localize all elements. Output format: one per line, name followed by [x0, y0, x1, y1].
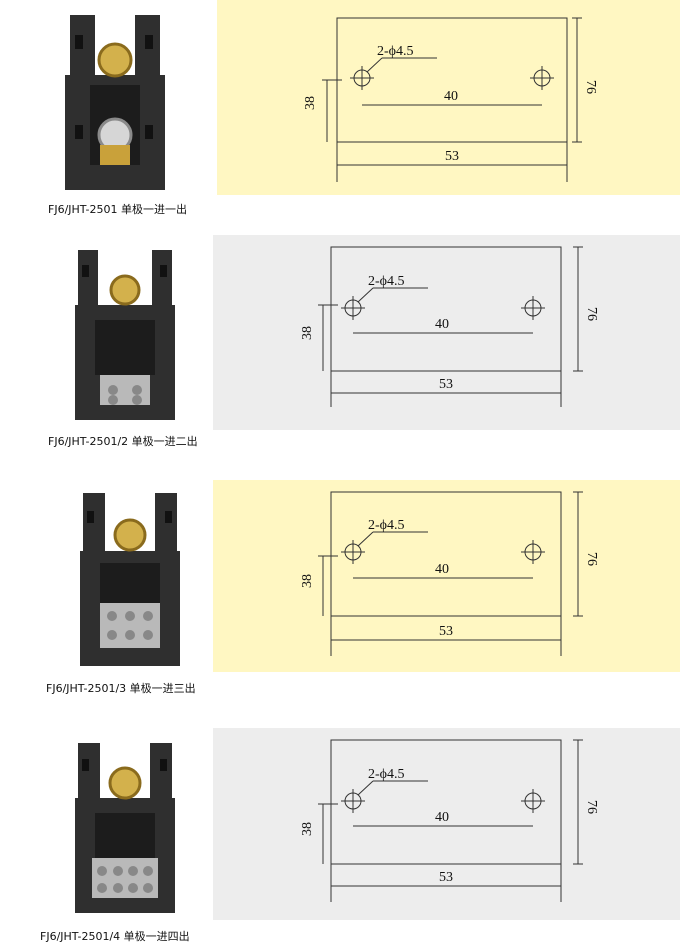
height-dim-2: 76 — [584, 307, 599, 321]
width-dim-4: 53 — [439, 870, 453, 885]
terminal-block-photo-2 — [75, 250, 175, 420]
dimension-drawing-4: 76 38 2-ϕ4.5 40 53 — [213, 728, 680, 920]
terminal-block-photo-4 — [75, 743, 175, 913]
spacing-dim-2: 40 — [435, 317, 449, 332]
height-dim-3: 76 — [584, 552, 599, 566]
terminal-block-photo-3 — [80, 493, 180, 666]
spacing-dim-1: 40 — [444, 89, 458, 104]
spacing-dim-3: 40 — [435, 562, 449, 577]
terminal-block-photo-1 — [65, 15, 165, 190]
product-caption-4: FJ6/JHT-2501/4 单极一进四出 — [40, 930, 190, 943]
product-row-1: FJ6/JHT-2501 单极一进一出 76 38 2-ϕ4.5 40 53 — [0, 0, 680, 230]
product-row-2: FJ6/JHT-2501/2 单极一进二出 76 38 2-ϕ4.5 40 53 — [0, 230, 680, 460]
dimension-drawing-3: 76 38 2-ϕ4.5 40 53 — [213, 480, 680, 672]
hole-label-4: 2-ϕ4.5 — [368, 767, 405, 782]
product-caption-3: FJ6/JHT-2501/3 单极一进三出 — [46, 682, 196, 695]
hole-label-3: 2-ϕ4.5 — [368, 518, 405, 533]
product-caption-2: FJ6/JHT-2501/2 单极一进二出 — [48, 435, 198, 448]
side-dim-2: 38 — [300, 326, 315, 340]
dimension-drawing-2: 76 38 2-ϕ4.5 40 53 — [213, 235, 680, 430]
hole-label-1: 2-ϕ4.5 — [377, 44, 414, 59]
width-dim-3: 53 — [439, 624, 453, 639]
dimension-drawing-1: 76 38 2-ϕ4.5 40 53 — [217, 0, 680, 195]
hole-label-2: 2-ϕ4.5 — [368, 274, 405, 289]
product-caption-1: FJ6/JHT-2501 单极一进一出 — [48, 203, 187, 216]
width-dim-1: 53 — [445, 149, 459, 164]
height-dim-1: 76 — [583, 80, 598, 94]
product-row-3: FJ6/JHT-2501/3 单极一进三出 76 38 2-ϕ4.5 40 53 — [0, 475, 680, 705]
side-dim-3: 38 — [300, 574, 315, 588]
side-dim-4: 38 — [300, 822, 315, 836]
product-row-4: FJ6/JHT-2501/4 单极一进四出 76 38 2-ϕ4.5 40 53 — [0, 725, 680, 950]
spacing-dim-4: 40 — [435, 810, 449, 825]
height-dim-4: 76 — [584, 800, 599, 814]
width-dim-2: 53 — [439, 377, 453, 392]
side-dim-1: 38 — [303, 96, 318, 110]
